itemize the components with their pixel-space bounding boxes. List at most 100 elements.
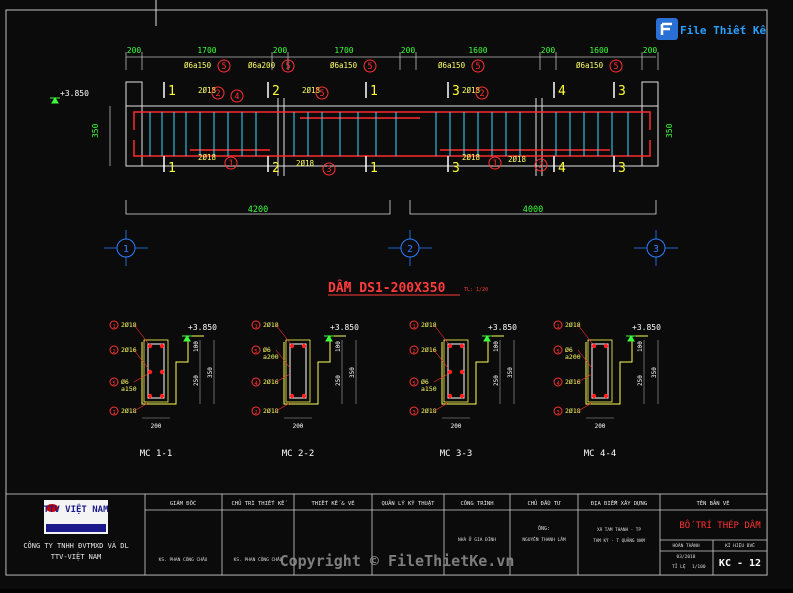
top-bar-label: 2Ø18	[302, 86, 321, 95]
leader-line	[133, 402, 149, 412]
section-level: +3.850	[330, 323, 359, 332]
section-level: +3.850	[632, 323, 661, 332]
section-dim: 250	[493, 375, 500, 386]
bottom-bar-label: 2Ø18	[198, 153, 217, 162]
stirrup-label: Ø6a150	[438, 61, 466, 70]
section-rebar	[447, 393, 453, 399]
location-line-1: XÃ TAM THANH - TP	[597, 526, 641, 533]
section-rebar	[159, 369, 165, 375]
bottom-bar-mark-text: 1	[228, 158, 233, 168]
section-bar-label: 2Ø18	[263, 407, 279, 415]
stirrup-label: Ø6a200	[248, 61, 276, 70]
watermark-logo: File Thiết Kế.vn	[656, 16, 786, 42]
stirrup-loop	[289, 343, 307, 399]
extra-bar-mark	[230, 89, 244, 103]
section-mark-bottom: 1	[168, 161, 176, 176]
title-block-header: GIÁM ĐỐC	[170, 500, 197, 507]
section-rebar	[289, 393, 295, 399]
dim-top-label: 1600	[468, 46, 487, 55]
section-bar-label: Ø6	[121, 378, 129, 386]
finish-date: 03/2018	[677, 554, 696, 560]
axis-label: 1	[123, 244, 129, 255]
section-bar-mark	[553, 345, 563, 355]
meta-label-code: KÍ HIỆU BVẼ	[725, 541, 755, 549]
section-bar-label: 2Ø18	[263, 321, 279, 329]
section-bar-mark	[109, 320, 119, 330]
section-bar-mark-text: 2	[112, 349, 115, 355]
section-2: 2Ø181Ø6a20052Ø1642Ø182+3.850100250350200…	[251, 320, 359, 459]
bottom-rebar	[133, 140, 651, 157]
chief-designer-name: KS. PHAN CÔNG CHÂU	[234, 556, 283, 563]
section-body	[443, 339, 469, 403]
section-bar-mark	[553, 377, 563, 387]
section-rebar	[301, 393, 307, 399]
section-bar-mark-text: 3	[412, 410, 415, 416]
bottom-bar-label: 2Ø18	[462, 153, 481, 162]
bottom-bar-mark	[224, 156, 238, 170]
owner-name: NGUYỄN THANH LÂM	[522, 535, 566, 543]
section-bar-label: Ø6	[565, 346, 573, 354]
section-mark-bottom: 1	[370, 161, 378, 176]
logo-text: File Thiết Kế.vn	[680, 24, 768, 37]
section-bar-mark-text: 4	[556, 381, 560, 387]
section-body	[143, 339, 169, 403]
column-1	[125, 81, 143, 167]
top-bar-mark-text: 5	[319, 88, 324, 98]
section-rebar	[159, 393, 165, 399]
level-text: +3.850	[60, 89, 89, 98]
title-block-header: CHỦ TRÌ THIẾT KẾ	[232, 499, 288, 507]
section-bar-mark	[409, 320, 419, 330]
section-dim: 350	[349, 367, 356, 378]
section-level: +3.850	[488, 323, 517, 332]
section-bar-mark-text: 5	[112, 381, 115, 387]
section-bar-mark	[251, 377, 261, 387]
section-bar-mark	[553, 320, 563, 330]
section-bar-label: 2Ø18	[121, 407, 137, 415]
section-mark-bottom: 4	[558, 161, 566, 176]
section-bar-mark-text: 3	[556, 410, 559, 416]
stirrup-mark	[609, 59, 623, 73]
dim-top-label: 200	[273, 46, 288, 55]
leader-line	[275, 324, 291, 344]
section-bar-label: 2Ø18	[121, 321, 137, 329]
company-name: CÔNG TY TNHH ĐVTMXD VÀ DL	[23, 541, 128, 550]
dim-top-label: 1700	[334, 46, 353, 55]
bottom-bar-label: 2Ø18	[508, 155, 527, 164]
section-dim: 250	[637, 375, 644, 386]
section-rebar	[447, 343, 453, 349]
section-bar-mark-text: 5	[254, 349, 257, 355]
leader-line	[577, 349, 593, 369]
section-rebar	[159, 343, 165, 349]
section-rebar	[459, 369, 465, 375]
dim-bottom-1	[125, 200, 391, 215]
section-rebar	[447, 369, 453, 375]
leader-line	[275, 402, 291, 412]
stirrup-mark	[471, 59, 485, 73]
section-mark-top: 1	[168, 84, 176, 99]
owner-label: ÔNG:	[538, 525, 550, 532]
title-block-header: CHỦ ĐẦU TƯ	[527, 499, 561, 507]
top-bar-mark	[475, 86, 489, 100]
top-rebar	[133, 111, 651, 130]
section-dim: 100	[493, 341, 500, 352]
section-rebar	[289, 343, 295, 349]
section-dim: 100	[637, 341, 644, 352]
section-bar-label: 2Ø18	[565, 407, 581, 415]
stirrup-loop	[591, 343, 609, 399]
section-bar-mark-text: 4	[254, 381, 258, 387]
stirrup-mark-text: 5	[285, 61, 290, 71]
axis-bubble	[116, 238, 136, 258]
section-mark-bottom: 3	[618, 161, 626, 176]
section-width: 200	[451, 423, 462, 430]
section-mark-bottom: 3	[452, 161, 460, 176]
bottom-bar-label: 2Ø18	[296, 159, 315, 168]
section-body	[285, 339, 311, 403]
section-bar-mark-text: 1	[112, 324, 115, 330]
stirrup-mark-text: 5	[613, 61, 618, 71]
section-3: 2Ø1812Ø162Ø6a15052Ø183+3.850100250350200…	[409, 320, 517, 459]
section-bar-mark-text: 2	[412, 349, 415, 355]
section-bar-label: 2Ø18	[565, 321, 581, 329]
axis-bubble	[646, 238, 666, 258]
section-rebar	[147, 369, 153, 375]
section-bar-mark-text: 5	[556, 349, 559, 355]
